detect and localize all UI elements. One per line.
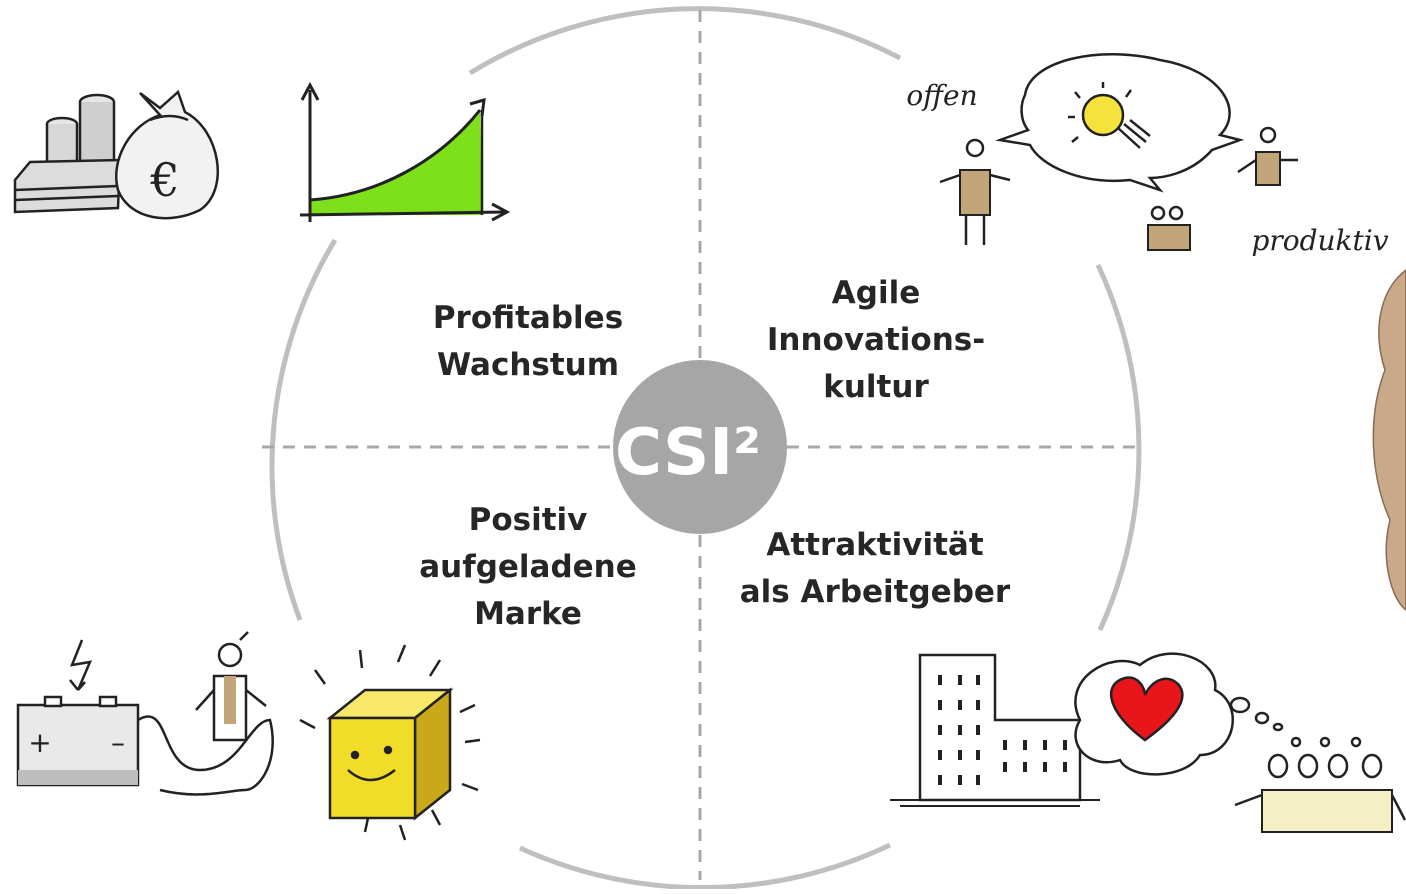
battery-plus: +	[28, 726, 51, 759]
growth-area	[310, 110, 482, 215]
circle-arc-top	[468, 6, 902, 76]
heart	[1109, 676, 1184, 742]
smiley-cube-illustration	[299, 644, 481, 841]
quadrant-label-profitables-wachstum: Profitables Wachstum	[432, 300, 624, 383]
growth-curve	[309, 109, 482, 202]
x-axis-arrow	[491, 202, 511, 222]
word-offen: offen	[906, 79, 977, 112]
circle-arc-right	[1095, 263, 1142, 632]
circle-arc-bottom	[518, 842, 892, 891]
center-disc	[613, 360, 787, 534]
hand-image	[1372, 269, 1406, 611]
speech-bubble	[995, 53, 1245, 193]
center-label: CSI²	[615, 416, 761, 490]
battery-minus: –	[111, 726, 125, 759]
quadrant-label-agile-innovationskultur: Agile Innovations- kultur	[766, 275, 986, 405]
outer-circle	[269, 6, 1142, 891]
quadrant-label-positiv-aufgeladene-marke: Positiv aufgeladene Marke	[419, 502, 637, 632]
battery-illustration	[16, 639, 274, 796]
light-bulb	[1081, 93, 1125, 137]
money-illustration	[13, 89, 219, 220]
quadrant-dividers	[262, 10, 1140, 880]
idea-illustration	[939, 53, 1298, 251]
euro-symbol: €	[149, 153, 179, 207]
curve-arrow	[469, 97, 486, 117]
word-produktiv: produktiv	[1251, 224, 1388, 257]
y-axis-arrow	[300, 81, 320, 101]
quadrant-label-attraktivitaet-arbeitgeber: Attraktivität als Arbeitgeber	[739, 527, 1011, 610]
charged-person-illustration	[195, 631, 267, 742]
x-axis	[299, 210, 506, 217]
circle-arc-left	[269, 238, 338, 621]
growth-chart-illustration	[299, 81, 511, 222]
building	[918, 653, 1082, 802]
employer-illustration	[890, 652, 1406, 833]
lightning-bolt	[69, 639, 93, 691]
